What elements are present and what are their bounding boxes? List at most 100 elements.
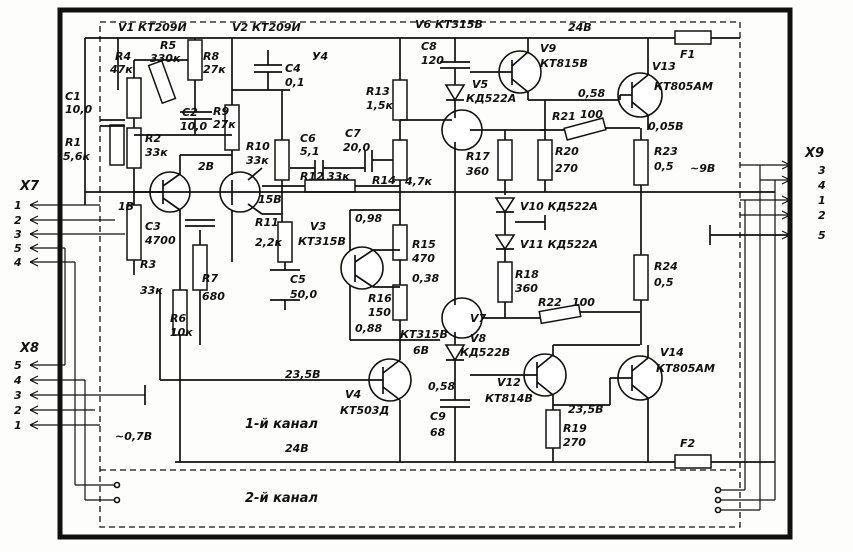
- board-frame: [57, 7, 793, 540]
- label-r13-value: 1,5к: [366, 99, 393, 112]
- x8-pin-3: 3: [14, 389, 22, 402]
- label-c7-value: 20,0: [343, 141, 370, 154]
- label-v235-left: 23,5В: [285, 368, 321, 381]
- x7-pin-3: 3: [14, 228, 22, 241]
- label-r19-value: 270: [563, 436, 586, 449]
- label-v4: V4: [345, 388, 361, 401]
- label-v7: V7: [470, 312, 487, 325]
- diode-v10: [494, 197, 516, 214]
- label-r8: R8: [203, 50, 219, 63]
- wire: [511, 51, 529, 67]
- label-r12-value: 33к: [327, 170, 350, 183]
- label-r5: R5: [160, 39, 176, 52]
- transistor-v7: [441, 297, 483, 339]
- label-r2-value: 33к: [145, 146, 168, 159]
- label-r1-value: 5,6к: [63, 150, 90, 163]
- resistor-r1: [109, 124, 125, 166]
- label-r21: R21: [552, 110, 576, 123]
- label-r20: R20: [555, 145, 579, 158]
- label-r3-value: 33к: [140, 284, 163, 297]
- terminal: [714, 506, 722, 514]
- label-r16-value: 150: [368, 306, 391, 319]
- x9-pin-4: 4: [817, 179, 826, 192]
- label-r11: R11: [255, 216, 279, 229]
- label-f2: F2: [680, 437, 696, 450]
- label-r16: R16: [368, 292, 392, 305]
- wire: [354, 249, 374, 263]
- label-v12: V12: [497, 376, 521, 389]
- label-v8-type: КД522В: [460, 346, 510, 359]
- wire: [631, 74, 649, 89]
- label-v005: 0,05В: [648, 120, 684, 133]
- label-v058b: 0,58: [428, 380, 455, 393]
- wire: [536, 381, 554, 396]
- wire: [162, 173, 181, 187]
- label-v9-type: КТ815В: [540, 57, 588, 70]
- label-r4: R4: [115, 50, 131, 63]
- label-v5-type: КД522А: [466, 92, 516, 105]
- label-r1: R1: [65, 136, 81, 149]
- label-r6-value: 10к: [170, 326, 193, 339]
- label-v098: 0,98: [355, 212, 382, 225]
- label-r9: R9: [213, 105, 229, 118]
- label-c3-value: 4700: [144, 234, 176, 247]
- label-c3: C3: [145, 220, 161, 233]
- x7-arrow-marks: [29, 200, 39, 267]
- wire: [631, 357, 649, 372]
- wire: [382, 359, 401, 374]
- label-r5-value: 330к: [150, 52, 181, 65]
- resistor-r5: [147, 59, 177, 105]
- fuse-f2: [674, 454, 712, 469]
- label-c9: C9: [430, 410, 446, 423]
- label-r14-value: 4,7к: [404, 175, 432, 188]
- label-v038: 0,38: [412, 272, 439, 285]
- label-c7: C7: [345, 127, 361, 140]
- x8-pin-1: 1: [14, 419, 22, 432]
- label-r9-value: 27к: [213, 118, 236, 131]
- label-v9: V9: [540, 42, 557, 55]
- label-v14-type: КТ805АМ: [656, 362, 715, 375]
- wire: [536, 354, 554, 369]
- label-c4: C4: [285, 62, 301, 75]
- label-r2: R2: [145, 132, 161, 145]
- label-c6-value: 5,1: [300, 145, 320, 158]
- x8-pin-2: 2: [14, 404, 22, 417]
- label-c1: C1: [65, 90, 81, 103]
- label-v11: V11 КД522А: [520, 238, 598, 251]
- label-v088: 0,88: [355, 322, 382, 335]
- label-r22-value: 100: [572, 296, 595, 309]
- wire: [382, 386, 401, 401]
- label-r24: R24: [654, 260, 678, 273]
- x9-pin-5: 5: [818, 229, 826, 242]
- diode-v5: [444, 84, 466, 102]
- label-c1-value: 10,0: [65, 103, 92, 116]
- label-r6: R6: [170, 312, 186, 325]
- label-r23: R23: [654, 145, 678, 158]
- label-v2: V2 КТ209И: [232, 21, 301, 34]
- resistor-r21: [563, 117, 607, 141]
- connector-x9-name: X9: [804, 146, 824, 161]
- label-v4-type: КТ503Д: [340, 404, 389, 417]
- wire: [354, 274, 374, 288]
- connector-x7-name: X7: [19, 179, 40, 194]
- wire: [631, 101, 649, 116]
- x7-pin-4: 4: [13, 256, 22, 269]
- x7-pin-1: 1: [14, 199, 22, 212]
- resistor-r22: [538, 303, 582, 325]
- label-f1: F1: [680, 48, 695, 61]
- wire: [247, 167, 263, 181]
- fuse-f1: [674, 30, 712, 45]
- label-r12: R12: [300, 170, 324, 183]
- label-channel2: 2-й канал: [245, 491, 318, 506]
- label-c5-value: 50,0: [290, 288, 317, 301]
- x9-arrow-marks: [781, 160, 791, 240]
- label-v-neg: ~0,7В: [115, 430, 152, 443]
- label-r11-value: 2,2к: [255, 236, 282, 249]
- terminal: [113, 481, 121, 489]
- wire: [162, 197, 181, 211]
- x7-pin-2: 2: [14, 214, 22, 227]
- connector-x8-name: X8: [19, 341, 39, 356]
- label-node-1b: 1В: [118, 200, 134, 213]
- transistor-v3: [340, 246, 384, 290]
